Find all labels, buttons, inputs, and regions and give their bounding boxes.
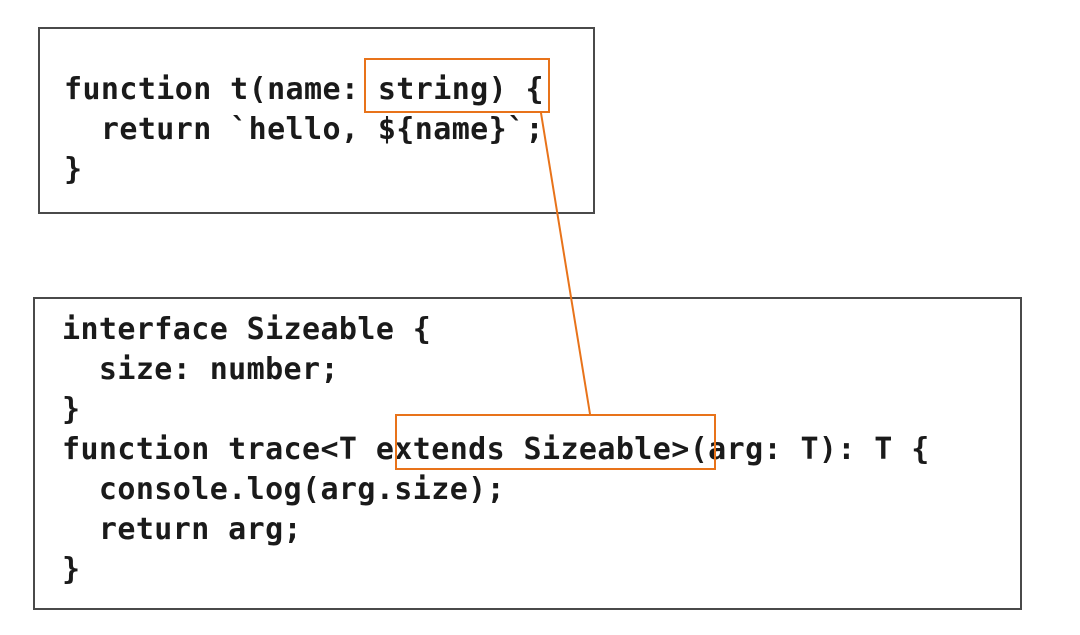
code-line: }	[62, 552, 81, 587]
code-line: }	[64, 152, 83, 187]
bottom-code-block: interface Sizeable { size: number;} funct…	[62, 310, 930, 590]
code-line: interface Sizeable {	[62, 312, 432, 347]
code-line: function t(name: string) {	[64, 72, 544, 107]
top-code-block: function t(name: string) { return `hello…	[64, 70, 544, 190]
code-line: size: number;	[62, 352, 339, 387]
code-line: }	[62, 392, 81, 427]
code-line: return `hello, ${name}`;	[64, 112, 544, 147]
code-line: console.log(arg.size);	[62, 472, 506, 507]
code-line: return arg;	[62, 512, 302, 547]
code-line: function trace<T extends Sizeable>(arg: …	[62, 432, 930, 467]
bottom-code-snippet-box	[33, 297, 1022, 610]
